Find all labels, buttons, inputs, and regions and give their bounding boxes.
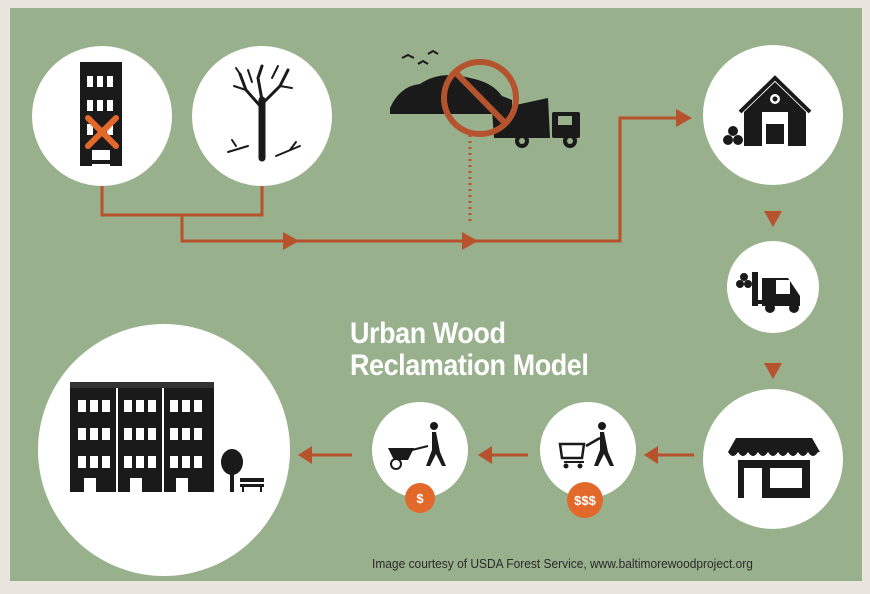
flow-connectors	[100, 116, 688, 243]
arrow-left-head-1	[644, 446, 658, 464]
arrow-down-2	[764, 363, 782, 379]
cross-out-icon	[85, 115, 119, 149]
arrow-down-1	[764, 211, 782, 227]
flow-arrowheads-left	[298, 446, 658, 464]
circle-shopping-cart	[540, 402, 636, 498]
shopping-cart-icon	[558, 422, 614, 469]
store-icon	[728, 438, 820, 498]
dump-truck-icon	[492, 98, 580, 148]
arrow-head-3	[676, 109, 692, 127]
price-badge-low: $	[405, 483, 435, 513]
diagram-title: Urban Wood Reclamation Model	[350, 317, 589, 382]
price-badge-high-label: $$$	[574, 493, 596, 508]
arrow-head-1	[283, 232, 299, 250]
image-credit: Image courtesy of USDA Forest Service, w…	[372, 556, 753, 571]
dead-tree-icon	[227, 64, 301, 162]
sawmill-barn-icon	[723, 75, 812, 146]
connector-merge	[180, 116, 688, 243]
circle-store	[703, 389, 843, 529]
rowhouses-icon	[70, 382, 214, 492]
arrow-left-head-3	[298, 446, 312, 464]
arrow-head-2	[462, 232, 478, 250]
landfill-icon	[390, 49, 512, 114]
flow-arrowheads	[283, 109, 782, 379]
diagram-title-line-2: Reclamation Model	[350, 349, 589, 382]
forklift-icon	[736, 272, 800, 313]
abandoned-building-icon	[80, 62, 122, 166]
circle-wheelbarrow	[372, 402, 468, 498]
arrow-left-head-2	[478, 446, 492, 464]
no-symbol-icon	[441, 59, 519, 137]
bench-icon	[240, 478, 264, 492]
park-tree-icon	[221, 449, 243, 492]
price-badge-low-label: $	[416, 491, 424, 506]
price-badge-high: $$$	[567, 482, 603, 518]
wheelbarrow-icon	[388, 422, 446, 470]
diagram-title-line-1: Urban Wood	[350, 317, 506, 350]
